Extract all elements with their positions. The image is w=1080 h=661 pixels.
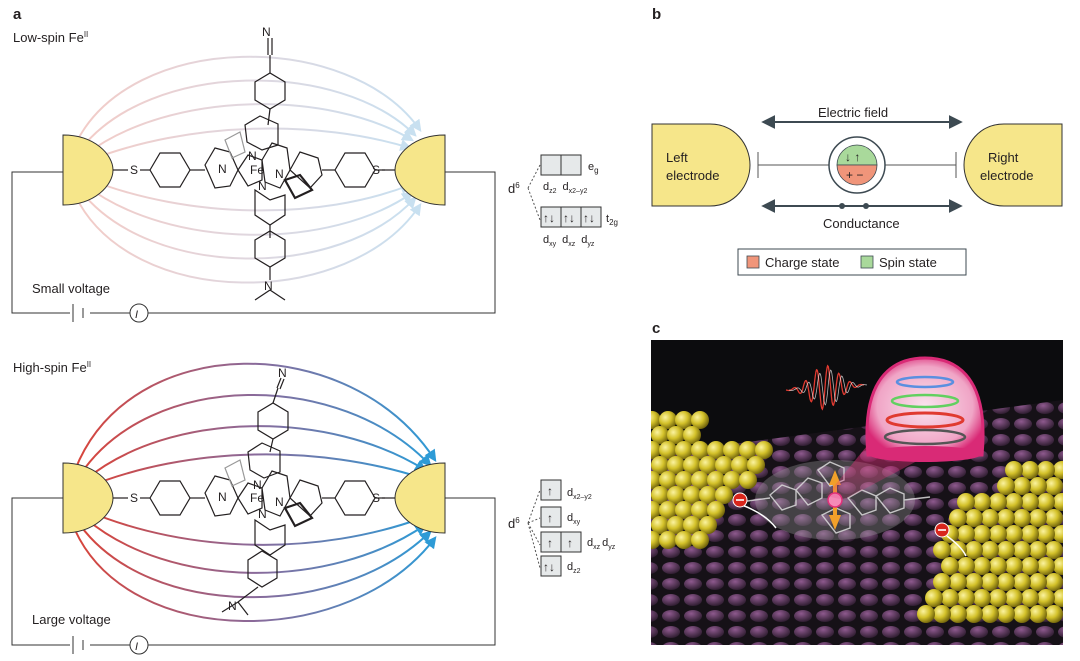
legend-swatch-charge — [746, 255, 760, 269]
magnified-bubble — [865, 356, 985, 462]
spin-arrow-up — [829, 470, 841, 496]
svg-text:N: N — [218, 490, 227, 504]
svg-text:S: S — [130, 491, 138, 505]
t2g-label: t2g — [606, 213, 618, 227]
panel-b: b Left electrode Right electrode ↓ ↑ + −… — [651, 6, 1063, 276]
charge-symbols: + − — [846, 168, 863, 182]
high-molecule-atoms: S S N N N Fe N N N — [130, 366, 380, 613]
svg-text:Fe: Fe — [250, 163, 264, 177]
spin-symbols: ↓ ↑ — [845, 150, 860, 164]
svg-text:N: N — [262, 25, 271, 39]
high-left-electrode — [62, 462, 114, 534]
low-spin-diagram: Low-spin FeII — [11, 25, 618, 323]
svg-text:↑: ↑ — [547, 511, 553, 525]
low-current-symbol: I — [135, 309, 138, 321]
eg-box-2 — [560, 154, 582, 176]
eg-label: eg — [588, 161, 599, 175]
low-spin-arrows — [74, 55, 422, 284]
svg-text:dz2: dz2 — [567, 561, 581, 575]
panel-a-letter: a — [13, 6, 22, 23]
left-gold-electrode — [651, 411, 773, 549]
svg-text:N: N — [275, 495, 284, 509]
high-right-electrode — [394, 462, 446, 534]
electric-field-label: Electric field — [818, 105, 888, 120]
low-circuit — [11, 171, 496, 323]
svg-text:S: S — [372, 491, 380, 505]
svg-text:↑↓: ↑↓ — [543, 560, 555, 574]
eg-box-1 — [540, 154, 562, 176]
svg-text:↑↓: ↑↓ — [583, 211, 595, 225]
electron-left — [732, 492, 777, 529]
svg-text:↑↓: ↑↓ — [543, 211, 555, 225]
electron-right — [934, 522, 967, 557]
high-spin-title: High-spin FeII — [13, 360, 91, 375]
low-left-electrode — [62, 134, 114, 206]
svg-text:N: N — [275, 167, 284, 181]
svg-text:↑: ↑ — [547, 484, 553, 498]
svg-text:N: N — [218, 162, 227, 176]
svg-text:N: N — [253, 478, 262, 492]
render-illustration — [651, 340, 1063, 645]
svg-text:N: N — [258, 507, 267, 521]
svg-text:dxy: dxy — [567, 512, 581, 526]
high-molecule — [113, 377, 395, 616]
svg-text:N: N — [258, 179, 267, 193]
svg-text:N: N — [248, 149, 257, 163]
left-electrode-label-1: Left — [666, 150, 688, 165]
svg-text:Fe: Fe — [250, 491, 264, 505]
light-wave-packet — [785, 364, 865, 411]
svg-text:S: S — [130, 163, 138, 177]
right-electrode-label-2: electrode — [980, 168, 1033, 183]
svg-text:↑↓: ↑↓ — [563, 211, 575, 225]
spin-half — [836, 144, 878, 166]
high-spin-diagram: High-spin FeII I — [11, 360, 616, 655]
conductance-label: Conductance — [823, 216, 900, 231]
legend-swatch-spin — [860, 255, 874, 269]
charge-half — [836, 164, 878, 186]
left-electrode — [651, 123, 751, 207]
legend-charge-label: Charge state — [765, 255, 839, 270]
low-spin-title: Low-spin FeII — [13, 30, 88, 45]
right-electrode — [963, 123, 1063, 207]
right-electrode-label-1: Right — [988, 150, 1019, 165]
spin-arrow-down — [829, 504, 841, 530]
legend-spin-label: Spin state — [879, 255, 937, 270]
small-voltage-label: Small voltage — [32, 281, 110, 296]
svg-text:S: S — [372, 163, 380, 177]
panel-a: a Low-spin FeII — [11, 6, 618, 655]
svg-text:N: N — [278, 366, 287, 380]
high-circuit — [11, 497, 496, 655]
high-spin-arrows — [74, 362, 437, 622]
right-gold-electrode — [917, 461, 1063, 623]
svg-text:N: N — [264, 279, 273, 293]
low-right-electrode — [394, 134, 446, 206]
low-molecule — [113, 38, 395, 301]
low-molecule-atoms: S S N N N Fe N N N — [130, 25, 380, 293]
svg-text:↑: ↑ — [547, 536, 553, 550]
svg-text:↑: ↑ — [567, 536, 573, 550]
svg-text:dx2–y2: dx2–y2 — [567, 487, 592, 501]
low-d-label: d6 — [508, 181, 520, 196]
left-electrode-label-2: electrode — [666, 168, 719, 183]
panel-b-letter: b — [652, 6, 661, 23]
high-d-label: d6 — [508, 516, 520, 531]
legend-box — [737, 248, 967, 276]
panel-c-letter: c — [652, 320, 660, 337]
high-current-symbol: I — [135, 641, 138, 653]
panel-c: c — [651, 320, 1063, 645]
svg-text:N: N — [228, 599, 237, 613]
large-voltage-label: Large voltage — [32, 612, 111, 627]
